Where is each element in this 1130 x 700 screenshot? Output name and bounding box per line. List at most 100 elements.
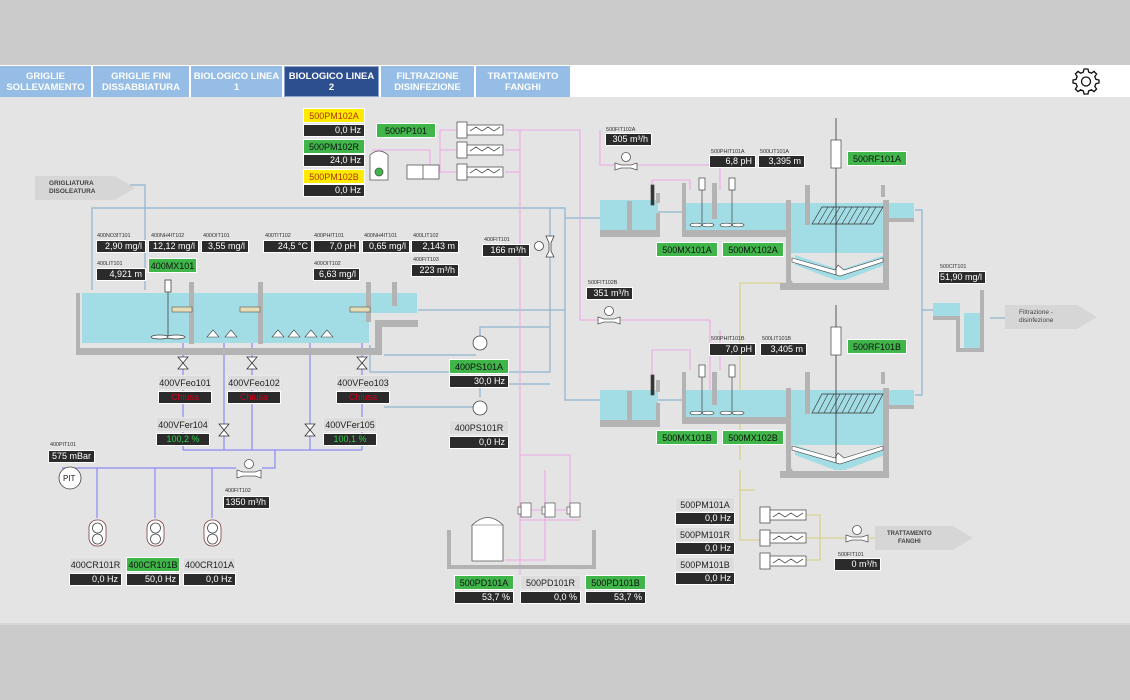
valve-400VFeo102[interactable]: 400VFeo102 — [227, 375, 281, 390]
pump-400PS101R[interactable]: 400PS101R — [449, 420, 509, 435]
mixer-500MX102A[interactable]: 500MX102A — [722, 242, 784, 257]
sludge-storage — [447, 517, 596, 569]
value-500PHIT101A: 6,8 pH — [709, 155, 756, 168]
tab-biologico-linea-1[interactable]: BIOLOGICO LINEA 1 — [191, 66, 282, 97]
dosing-pumps-500PD101 — [517, 502, 581, 518]
process-scheme — [58, 118, 1010, 575]
tab-griglie-sollevamento[interactable]: GRIGLIE SOLLEVAMENTO — [0, 66, 91, 97]
tag-500FIT102A: 500FIT102A — [606, 127, 636, 133]
process-panel: GRIGLIATURA DISOLEATURA Filtrazione - di… — [0, 97, 1130, 625]
rake-500RF101A[interactable]: 500RF101A — [847, 151, 907, 166]
value-400VFeo101: Chiusa — [158, 391, 212, 404]
value-400PHIT101: 7,0 pH — [313, 240, 360, 253]
diffusers — [206, 329, 334, 338]
mixer-400MX101[interactable]: 400MX101 — [148, 258, 197, 273]
flowmeter-400FIT102 — [236, 459, 262, 479]
arrow-shape-icon — [1005, 305, 1097, 329]
doser-500PD101A[interactable]: 500PD101A — [454, 575, 514, 590]
tab-griglie-fini-dissabbiatura[interactable]: GRIGLIE FINI DISSABBIATURA — [93, 66, 189, 97]
pump-500PM102B[interactable]: 500PM102B — [303, 169, 365, 184]
pressure-indicator-pit — [58, 466, 82, 490]
gear-icon — [1072, 68, 1100, 95]
value-400VFeo103: Chiusa — [336, 391, 390, 404]
settings-button[interactable] — [1068, 67, 1104, 95]
inlet-label: GRIGLIATURA DISOLEATURA — [49, 180, 96, 195]
value-500PM102A: 0,0 Hz — [303, 124, 365, 137]
tag-400NH4IT101: 400NH4IT101 — [364, 233, 398, 239]
pump-400PS101A[interactable]: 400PS101A — [449, 359, 509, 374]
doser-500PD101B[interactable]: 500PD101B — [585, 575, 646, 590]
value-400NH4IT102: 12,12 mg/l — [148, 240, 199, 253]
outlet-sludge-label: TRATTAMENTO FANGHI — [887, 531, 932, 545]
value-400PS101A: 30,0 Hz — [449, 375, 509, 388]
value-400NH4IT101: 0,65 mg/l — [362, 240, 410, 253]
value-400NO3IT101: 2,90 mg/l — [96, 240, 146, 253]
doser-500PD101R[interactable]: 500PD101R — [520, 575, 581, 590]
flowmeter-500FIT101 — [845, 525, 869, 543]
pump-500PM102R[interactable]: 500PM102R — [303, 139, 365, 154]
screw-pumps-500PM102 — [456, 121, 504, 181]
pit-symbol-label: PIT — [63, 474, 76, 483]
value-500PD101B: 53,7 % — [585, 591, 646, 604]
value-500PM102R: 24,0 Hz — [303, 154, 365, 167]
value-400CR101R: 0,0 Hz — [69, 573, 122, 586]
tag-500PHIT101B: 500PHIT101B — [711, 336, 745, 342]
water-lines — [91, 184, 1010, 408]
blower-400CR101B[interactable]: 400CR101B — [126, 557, 180, 572]
valve-400VFer104[interactable]: 400VFer104 — [156, 417, 210, 432]
value-400VFer105: 100,1 % — [323, 433, 377, 446]
valves — [177, 356, 368, 437]
value-400FIT102: 1350 m³/h — [223, 496, 270, 509]
mixer-500MX101A[interactable]: 500MX101A — [656, 242, 718, 257]
tab-biologico-linea-2[interactable]: BIOLOGICO LINEA 2 — [284, 66, 379, 97]
blower-400CR101R[interactable]: 400CR101R — [69, 557, 122, 572]
pump-500PM101A[interactable]: 500PM101A — [675, 497, 735, 512]
value-500LIT101A: 3,395 m — [758, 155, 805, 168]
value-500PHIT101B: 7,0 pH — [709, 343, 756, 356]
flowmeters-500FIT102 — [597, 152, 638, 325]
tag-400LIT102: 400LIT102 — [413, 233, 439, 239]
outlet-filtration-arrow: Filtrazione - disinfezione — [1005, 305, 1097, 329]
value-500FIT102A: 305 m³/h — [605, 133, 652, 146]
valve-400VFeo101[interactable]: 400VFeo101 — [158, 375, 212, 390]
inlet-arrow: GRIGLIATURA DISOLEATURA — [35, 176, 135, 200]
value-400TIT102: 24,5 °C — [263, 240, 312, 253]
probes — [171, 306, 371, 313]
tag-500LIT101A: 500LIT101A — [760, 149, 789, 155]
tab-trattamento-fanghi[interactable]: TRATTAMENTO FANGHI — [476, 66, 570, 97]
tag-500FIT101: 500FIT101 — [838, 552, 864, 558]
value-500LIT101B: 3,405 m — [760, 343, 807, 356]
clarifier-a — [780, 118, 914, 290]
value-500FIT102B: 351 m³/h — [586, 287, 633, 300]
pump-500PM101B[interactable]: 500PM101B — [675, 557, 735, 572]
pump-500PM102A[interactable]: 500PM102A — [303, 108, 365, 123]
blower-400CR101A[interactable]: 400CR101A — [183, 557, 236, 572]
rake-500RF101B[interactable]: 500RF101B — [847, 339, 907, 354]
mixer-500MX102B[interactable]: 500MX102B — [722, 430, 784, 445]
arrow-shape-icon — [875, 526, 973, 550]
valve-400VFer105[interactable]: 400VFer105 — [323, 417, 377, 432]
value-500PD101R: 0,0 % — [520, 591, 581, 604]
blowers — [88, 519, 222, 547]
tag-400OIT102: 400OIT102 — [314, 261, 341, 267]
pumps-400PS101 — [472, 335, 488, 416]
tab-filtrazione-disinfezione[interactable]: FILTRAZIONE DISINFEZIONE — [381, 66, 474, 97]
value-400PS101R: 0,0 Hz — [449, 436, 509, 449]
value-500PM101B: 0,0 Hz — [675, 572, 735, 585]
flowmeter-400FIT101 — [534, 235, 555, 258]
value-500PM101A: 0,0 Hz — [675, 512, 735, 525]
mixers-500MX-a — [650, 177, 745, 228]
value-400FIT103: 223 m³/h — [411, 264, 459, 277]
value-500PD101A: 53,7 % — [454, 591, 514, 604]
value-400LIT102: 2,143 m — [411, 240, 459, 253]
mixer-500MX101B[interactable]: 500MX101B — [656, 430, 718, 445]
outlet-sludge-arrow: TRATTAMENTO FANGHI — [875, 526, 973, 550]
pump-500PM101R[interactable]: 500PM101R — [675, 527, 735, 542]
screw-pumps-500PM101 — [759, 506, 807, 570]
value-400CR101A: 0,0 Hz — [183, 573, 236, 586]
value-400VFeo102: Chiusa — [227, 391, 281, 404]
tank-500PP101[interactable]: 500PP101 — [376, 123, 436, 138]
valve-400VFeo103[interactable]: 400VFeo103 — [336, 375, 390, 390]
outlet-filtration-label: Filtrazione - disinfezione — [1019, 309, 1054, 324]
denitrification-tank-a — [600, 183, 786, 237]
